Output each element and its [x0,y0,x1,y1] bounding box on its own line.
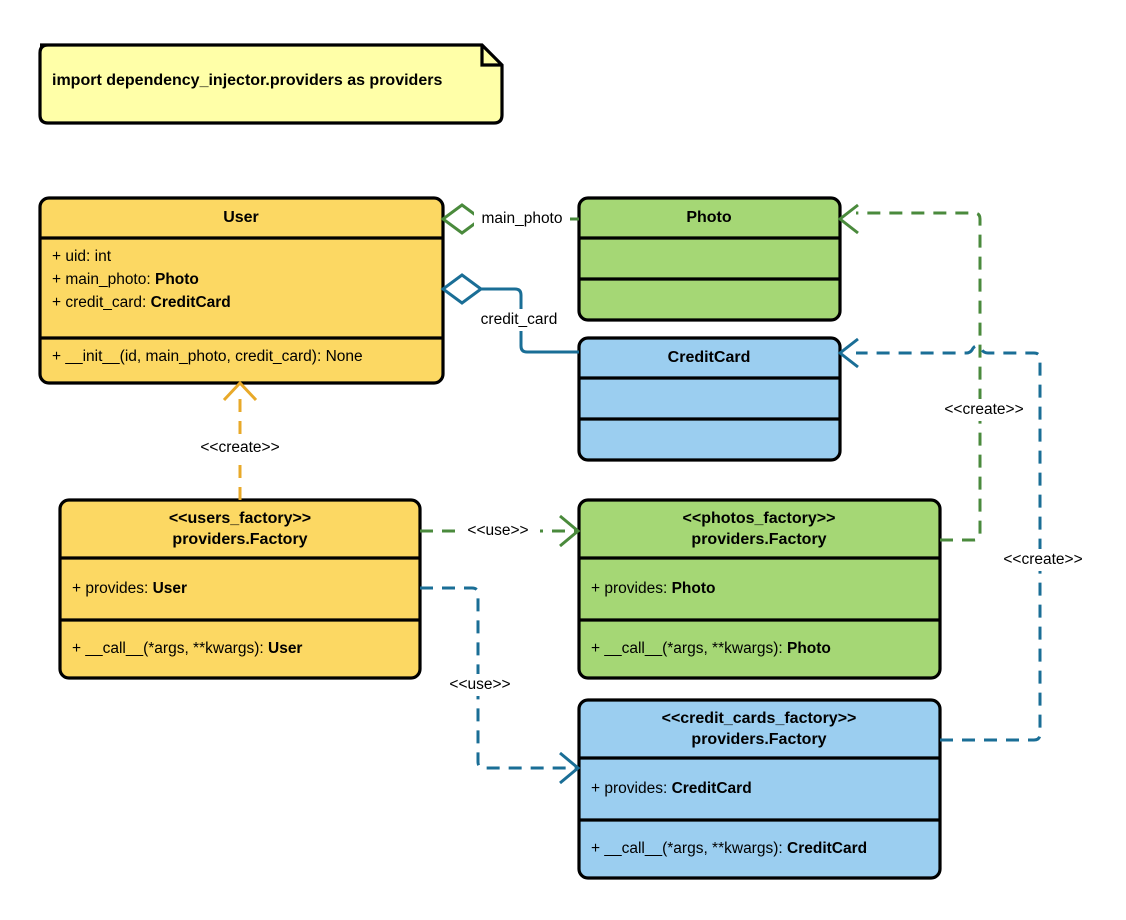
class-creditcard-frame [577,336,842,462]
class-users-factory-title: providers.Factory [172,531,307,548]
edge-create-credit-card-line [856,344,1042,742]
edge-main-photo-label-bg [474,208,570,230]
class-users-factory-attr-0: + provides: User [72,580,187,597]
class-photos-factory-frame [577,498,942,680]
class-creditcard-title: CreditCard [668,349,751,366]
class-credit-cards-factory-stereotype: <<credit_cards_factory>> [662,710,857,727]
class-photos-factory[interactable]: <<photos_factory>> providers.Factory + p… [577,498,942,680]
edge-use-photos-arrowhead [559,514,581,548]
class-credit-cards-factory[interactable]: <<credit_cards_factory>> providers.Facto… [577,698,942,880]
edge-create-user-arrowhead [222,380,258,402]
class-credit-cards-factory-title: providers.Factory [691,731,826,748]
class-user-attr-1: + main_photo: Photo [52,271,199,288]
edge-create-photo-label: <<create>> [944,401,1023,418]
aggregation-diamond-credit-card [440,273,484,305]
class-credit-cards-factory-method-0: + __call__(*args, **kwargs): CreditCard [591,840,867,857]
edge-credit-card-label: credit_card [481,311,558,328]
class-photos-factory-method-0: + __call__(*args, **kwargs): Photo [591,640,831,657]
edge-create-photo-label-bg [930,399,1040,421]
edge-use-photos-label: <<use>> [467,522,528,539]
edge-use-credit-cards-line [420,586,576,770]
edge-users-factory-use-credit-cards[interactable]: <<use>> [420,586,581,785]
edge-create-credit-card-label-bg [989,549,1099,571]
edge-users-factory-create-user[interactable]: <<create>> [186,380,296,500]
class-users-factory[interactable]: <<users_factory>> providers.Factory + pr… [58,498,422,680]
class-photos-factory-attr-0: + provides: Photo [591,580,715,597]
edge-use-credit-cards-arrowhead [559,751,581,785]
edge-photos-factory-create-photo[interactable]: <<create>> [837,203,1040,542]
class-user-method-0: + __init__(id, main_photo, credit_card):… [52,348,363,365]
note-text: import dependency_injector.providers as … [52,72,442,89]
edge-user-main-photo[interactable]: main_photo [440,203,579,235]
edge-create-photo-line [856,211,982,542]
edge-use-photos-label-bg [456,520,540,542]
edge-credit-cards-factory-create-credit-card[interactable]: <<create>> [837,337,1099,742]
note-import: import dependency_injector.providers as … [38,43,504,125]
class-photo-title: Photo [686,209,732,226]
class-user-attr-0: + uid: int [52,248,112,265]
edge-create-credit-card-arrowhead [837,337,859,369]
class-credit-cards-factory-frame [577,698,942,880]
edge-credit-card-label-bg [466,309,572,331]
class-user-title: User [223,209,259,226]
class-photos-factory-stereotype: <<photos_factory>> [683,510,836,527]
edge-use-credit-cards-label: <<use>> [449,676,510,693]
edge-main-photo-label: main_photo [481,210,562,227]
edge-create-photo-arrowhead [837,203,859,235]
edge-user-credit-card[interactable]: credit_card [440,273,579,354]
edge-create-user-label-bg [186,437,296,459]
class-user-attr-2: + credit_card: CreditCard [52,294,231,311]
edge-users-factory-use-photos[interactable]: <<use>> [420,514,581,548]
note-fold-corner [480,45,502,67]
class-photos-factory-title: providers.Factory [691,531,826,548]
class-photo-frame [577,196,842,322]
edge-create-credit-card-label: <<create>> [1003,551,1082,568]
class-photo[interactable]: Photo [577,196,842,322]
edge-create-user-label: <<create>> [200,439,279,456]
edge-use-credit-cards-label-bg [438,674,522,696]
class-users-factory-stereotype: <<users_factory>> [169,510,311,527]
class-creditcard[interactable]: CreditCard [577,336,842,462]
class-credit-cards-factory-attr-0: + provides: CreditCard [591,780,752,797]
class-users-factory-method-0: + __call__(*args, **kwargs): User [72,640,302,657]
class-user[interactable]: User + uid: int + main_photo: Photo + cr… [38,196,445,385]
